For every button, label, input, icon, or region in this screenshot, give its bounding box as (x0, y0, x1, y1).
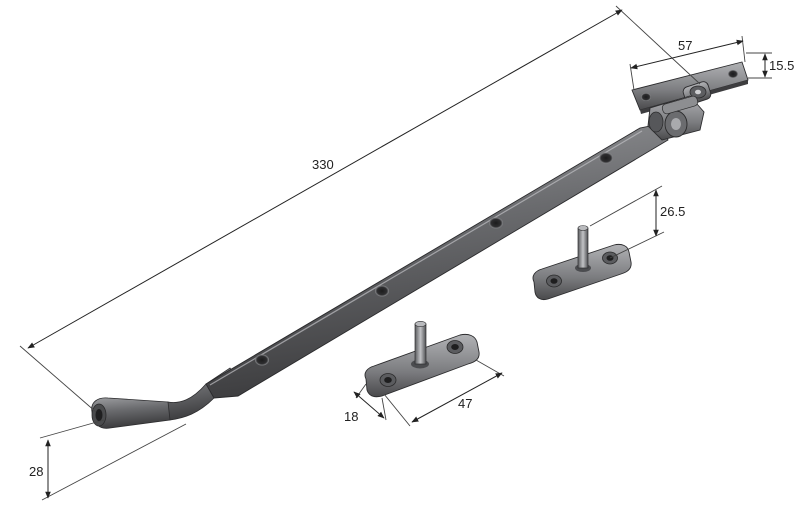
pin-shaft (577, 227, 589, 269)
pin-plate-right (532, 225, 632, 301)
label-bracket-height: 15.5 (769, 58, 794, 73)
label-plate-width: 18 (344, 409, 358, 424)
stay-hole (489, 217, 503, 229)
dim-line-length (27, 9, 623, 349)
dimension-lines (19, 5, 772, 501)
dim-line-plate-width (353, 391, 385, 419)
label-plate-length: 47 (458, 396, 472, 411)
label-bracket-width: 57 (678, 38, 692, 53)
dim-line-plate-length (411, 372, 503, 423)
stay-hole (375, 285, 389, 297)
pivot-bracket (631, 61, 749, 141)
stay-hole (255, 354, 269, 366)
label-length: 330 (312, 157, 334, 172)
pin-plate-middle (364, 320, 480, 398)
label-tip-height: 28 (29, 464, 43, 479)
dim-line-bracket-width (630, 39, 744, 70)
bracket-screw-hole (728, 70, 738, 78)
bracket-screw-hole (641, 93, 651, 101)
label-pin-height: 26.5 (660, 204, 685, 219)
dimension-labels: 330 57 15.5 26.5 47 18 28 (29, 38, 794, 479)
stay-hole (599, 152, 613, 164)
pin-shaft (414, 323, 427, 365)
